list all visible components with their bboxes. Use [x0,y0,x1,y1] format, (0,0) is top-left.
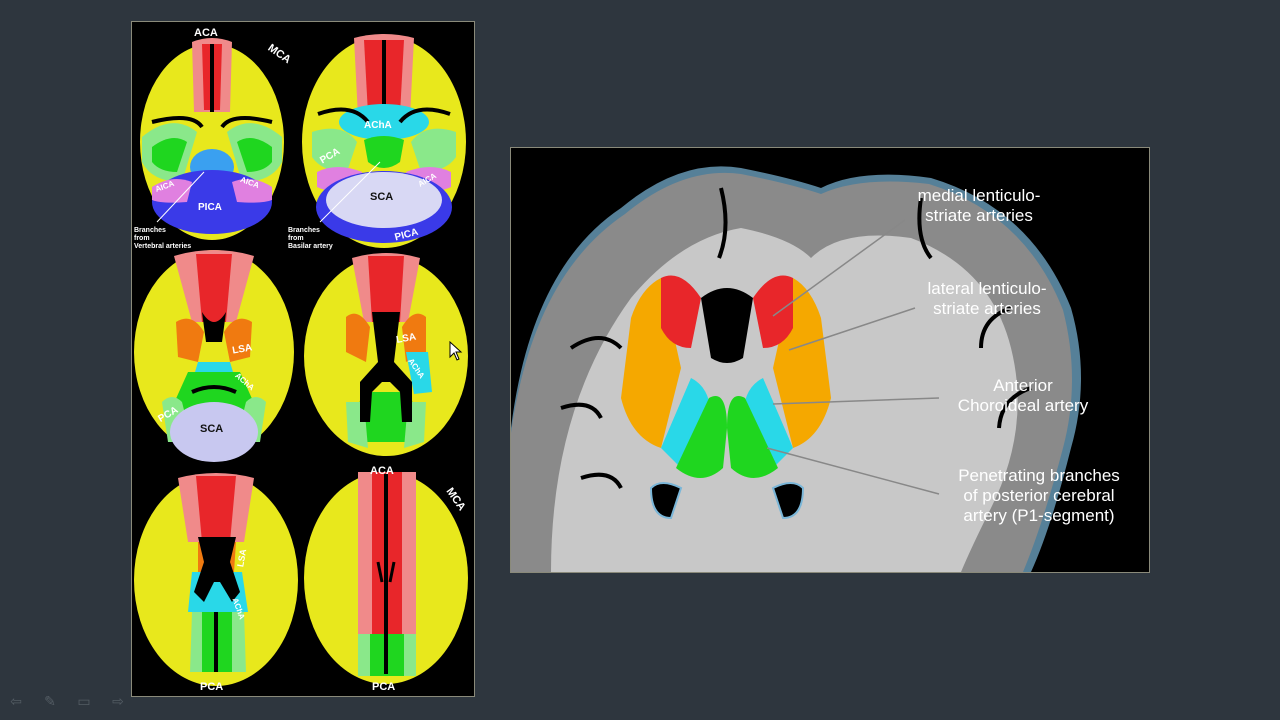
slice-3 [134,250,294,462]
label-mca-top: MCA [266,42,293,66]
branches-vertebral-line-2: from [134,235,150,242]
slice-2 [302,34,466,248]
annotation-medial-line-1: medial lenticulo- [918,186,1041,205]
label-lsa-slice3: LSA [231,342,253,356]
leader-penetrating [766,447,940,495]
label-sca-top: SCA [370,191,393,203]
branches-vertebral-line-1: Branches [134,227,166,234]
sulci [560,187,1032,490]
right-acha-territory [743,378,793,468]
screen-icon[interactable]: ▭ [77,694,91,710]
mouse-cursor-icon [449,341,463,361]
territory-diagrams: ACA MCA AICA AICA PICA Branches from Ver… [134,27,468,693]
right-pca-territory [727,396,778,478]
label-sca-slice3: SCA [200,423,223,435]
label-acha-top: AChA [364,120,392,131]
label-pca-bottom-right: PCA [372,681,395,693]
slide-toolbar: ⇦ ✎ ▭ ⇨ [6,694,128,710]
branches-vertebral-line-3: Vertebral arteries [134,243,191,250]
slice-6 [304,472,468,684]
annotation-anterior-line-2: Choroideal artery [958,396,1089,415]
arrow-right-icon[interactable]: ⇨ [112,694,124,710]
annotation-penetrating-line-1: Penetrating branches [958,466,1120,485]
annotation-anterior-line-1: Anterior [993,376,1053,395]
label-lsa-slice4: LSA [395,332,417,346]
basal-ganglia-diagram: medial lenticulo- striate arteries later… [511,166,1120,572]
ventricles [701,288,753,363]
left-pca-territory [676,396,727,478]
annotation-lateral-line-1: lateral lenticulo- [927,279,1046,298]
right-posterior-horn [771,482,805,520]
leader-lateral [788,307,916,351]
left-medial-territory [661,275,701,348]
annotation-medial-line-2: striate arteries [925,206,1033,225]
left-acha-territory [661,378,711,468]
label-lsa-slice5: LSA [235,548,248,568]
leader-medial [772,219,906,317]
label-aca-bottom: ACA [370,465,394,477]
leader-acha [772,397,940,405]
slice-1 [140,38,284,240]
label-pca-bottom-left: PCA [200,681,223,693]
basal-ganglia-diagram-panel: medial lenticulo- striate arteries later… [510,147,1150,573]
annotation-penetrating-line-3: artery (P1-segment) [963,506,1114,525]
branches-basilar-line-3: Basilar artery [288,243,333,250]
left-posterior-horn [649,482,683,520]
right-medial-territory [753,275,793,348]
slice-4 [304,253,468,456]
annotation-lateral-line-2: striate arteries [933,299,1041,318]
vascular-territories-panel: ACA MCA AICA AICA PICA Branches from Ver… [131,21,475,697]
branches-basilar-line-1: Branches [288,227,320,234]
label-aca-top: ACA [194,27,218,39]
arrow-left-icon[interactable]: ⇦ [10,694,22,710]
label-pica: PICA [198,202,222,213]
pen-icon[interactable]: ✎ [44,694,56,710]
branches-basilar-line-2: from [288,235,304,242]
slice-5 [134,473,298,686]
annotation-penetrating-line-2: of posterior cerebral [963,486,1114,505]
